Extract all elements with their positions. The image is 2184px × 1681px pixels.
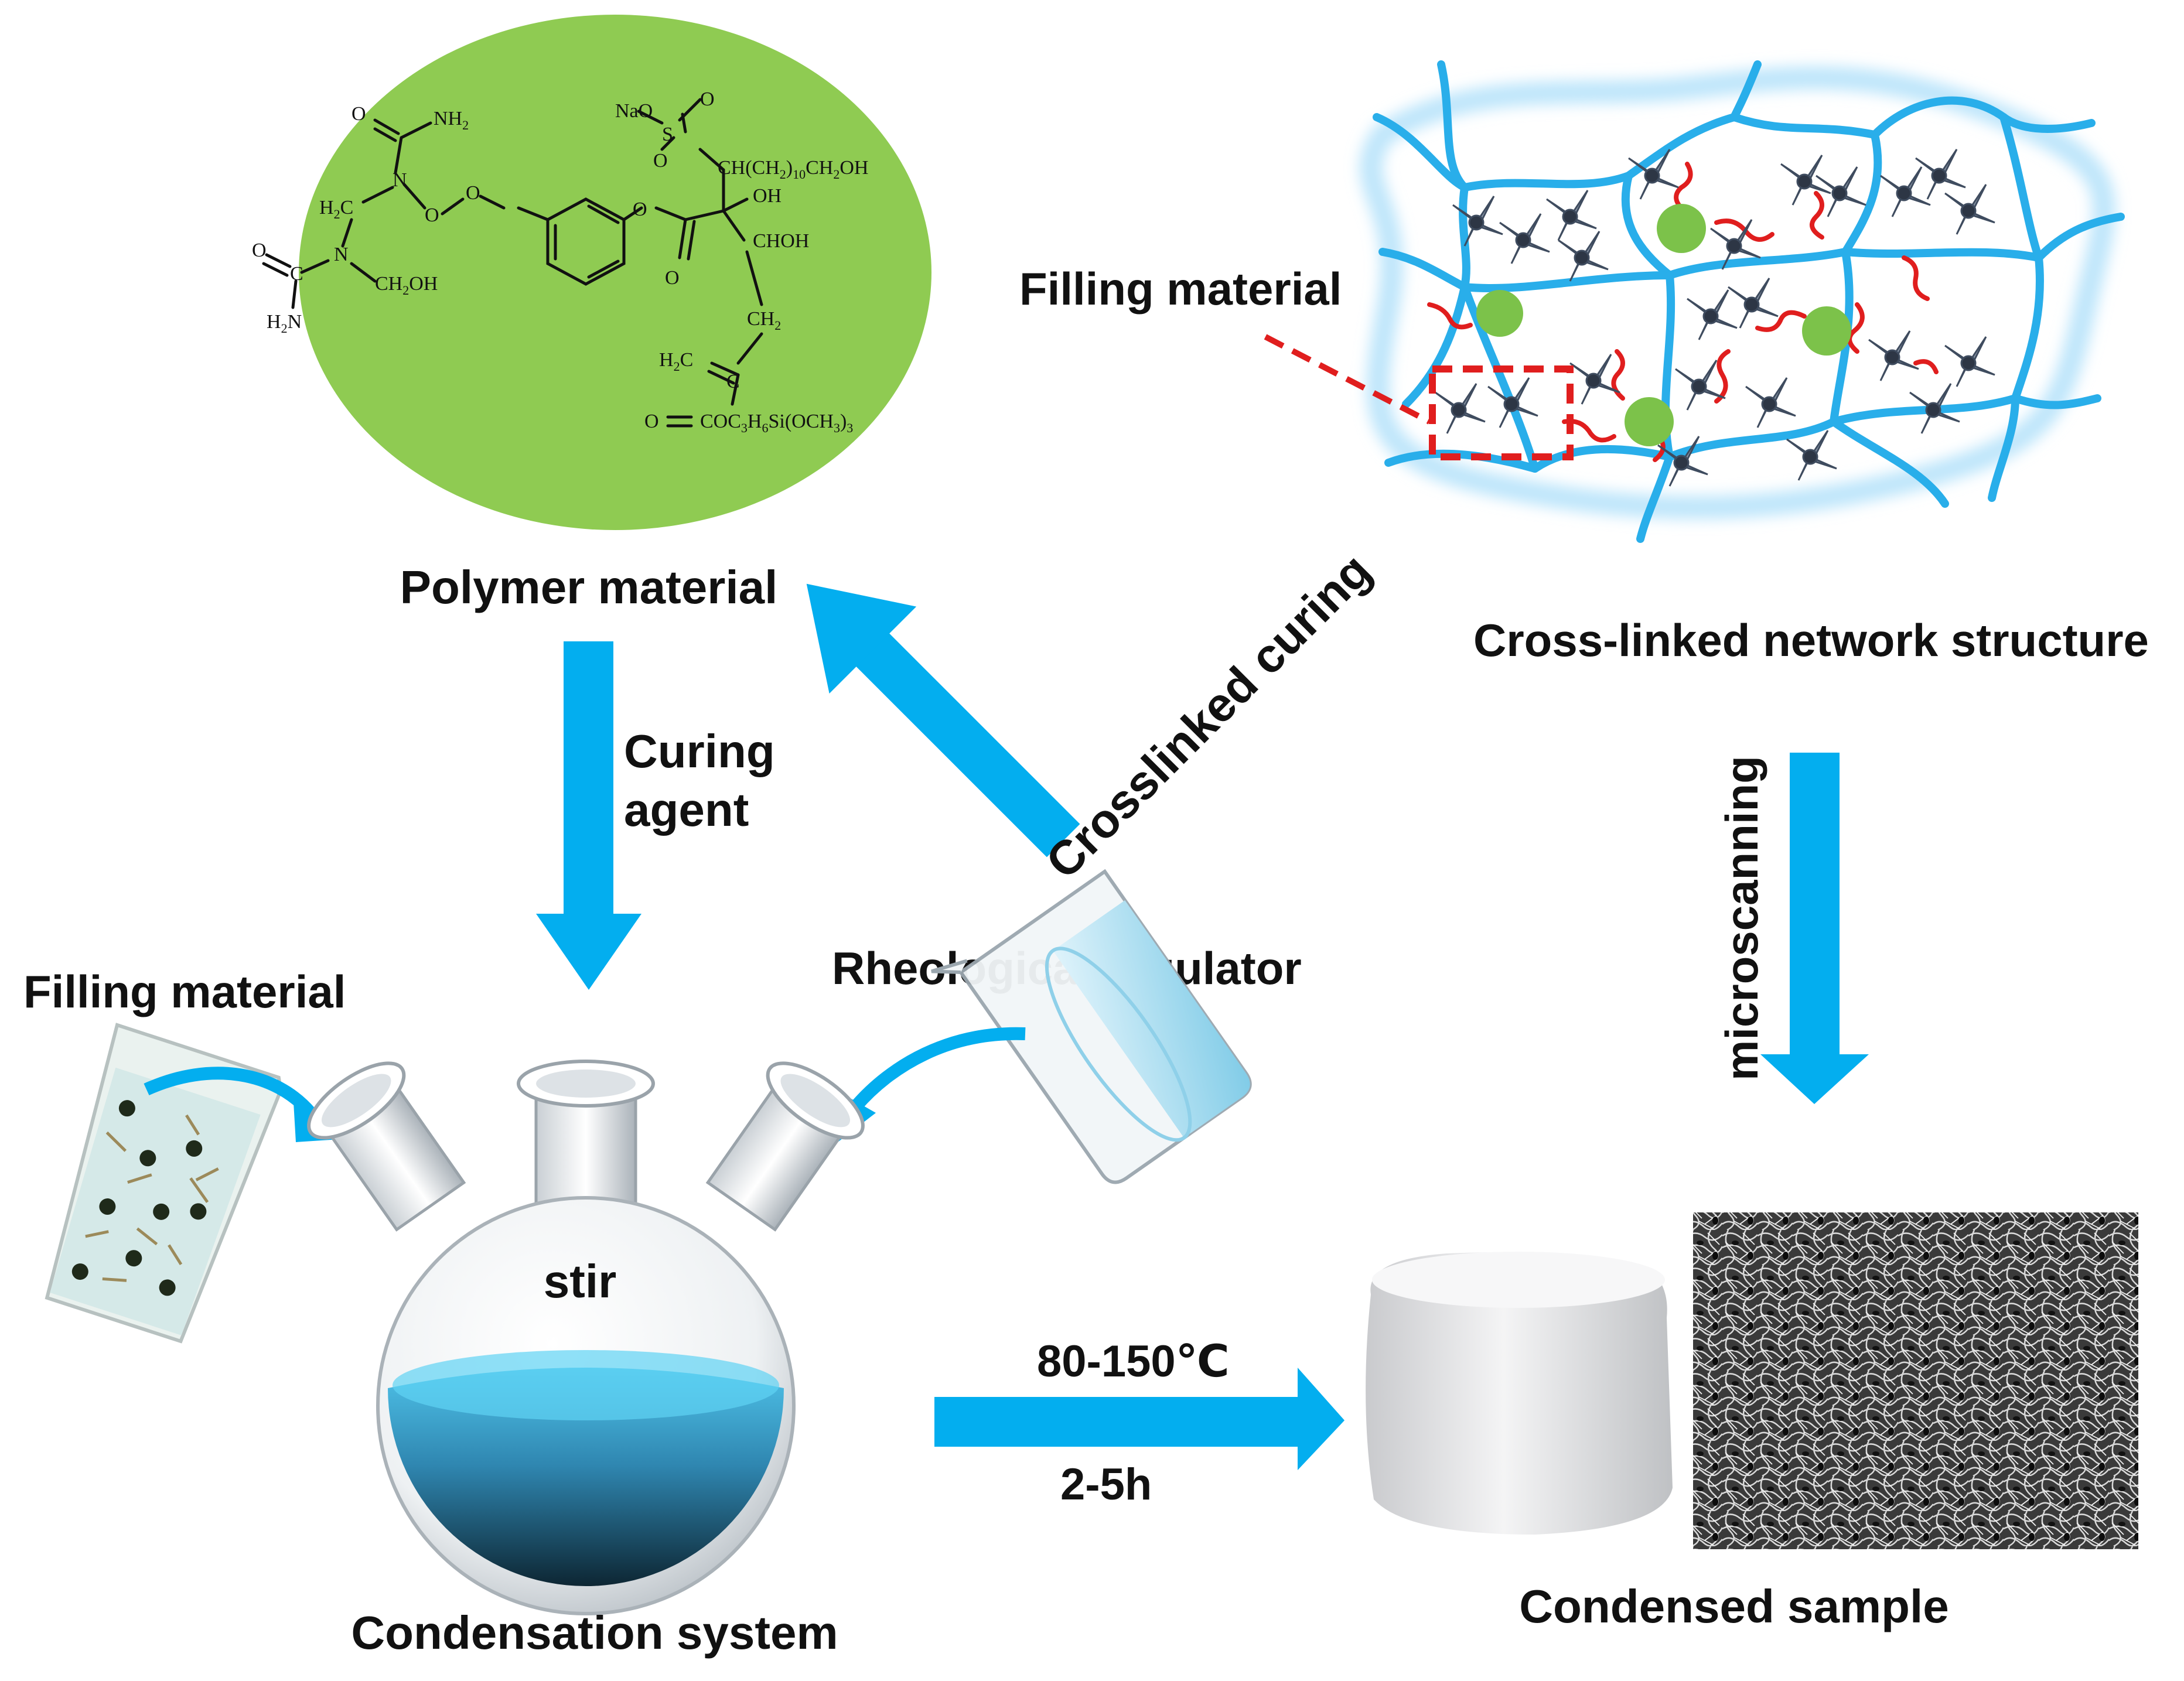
chem-h2c: H2C [319,197,353,221]
chem-choh: CHOH [753,230,809,252]
chem-o-carbonyl: O [665,267,680,289]
condensed-sample-cylinder [1366,1252,1673,1535]
arrow-crosslinked-curing [806,583,1080,857]
label-condensed-sample: Condensed sample [1519,1580,1949,1632]
network-glow [1359,66,2116,520]
chem-ch2-side: CH2 [747,308,781,333]
chem-o-s-top: O [700,88,715,110]
chemical-bonds [262,98,763,428]
chem-n-upper: N [393,169,407,191]
chem-c-left: C [290,263,303,285]
chem-o-silane: O [644,411,659,432]
chem-n-lower: N [334,244,349,265]
network-pinwheels [1435,149,1995,487]
chem-nh2-top: NH2 [434,108,469,132]
label-filling-material-left: Filling material [23,966,346,1017]
label-curing-agent-line1: Curing [624,725,775,777]
network-structure [1264,60,2125,543]
three-neck-flask [307,1060,865,1615]
label-duration: 2-5h [1060,1460,1152,1509]
label-filling-material-right: Filling material [1019,263,1342,315]
chem-c-vinyl: C [726,371,740,392]
label-stir: stir [544,1255,617,1307]
regulator-pour-arrow [850,1027,1026,1112]
chem-h2n: H2N [267,311,302,336]
filling-leader-line [1264,334,1431,425]
label-polymer-material: Polymer material [400,561,778,613]
label-microscanning: microscanning [1716,756,1767,1081]
label-temperature: 80-150℃ [1037,1337,1230,1386]
chem-o-peroxide-2: O [466,182,480,204]
chem-silane: COC3H6Si(OCH3)3 [700,411,853,435]
chem-o-s-left: O [653,150,668,172]
label-condensation-system: Condensation system [351,1607,838,1659]
polymer-ellipse [299,15,931,530]
label-curing-agent-line2: agent [624,784,749,836]
chem-o-top: O [352,103,366,125]
polymer-structure: O NH2 N H2C O O N CH2OH O C H2N NaO S O … [252,15,931,530]
chem-ch-chain: CH(CH2)10CH2OH [718,157,868,182]
chem-oh: OH [753,185,782,207]
chem-s: S [662,124,673,145]
filling-highlight-box [1429,365,1574,460]
chem-o-peroxide-1: O [425,204,439,226]
arrow-down-microscanning [1760,753,1869,1104]
chemical-labels: O NH2 N H2C O O N CH2OH O C H2N NaO S O … [252,88,868,435]
chem-o-left: O [252,240,267,261]
chem-h2c-vinyl: H2C [659,349,693,374]
chem-ch2oh-lower: CH2OH [375,273,438,298]
regulator-beaker [931,869,1252,1184]
chem-o-ester: O [633,199,647,220]
label-crosslinked-curing: Crosslinked curing [1036,544,1381,889]
arrow-down-curing [536,641,641,990]
filling-beaker [45,1023,283,1344]
network-filler-dots [1476,204,1851,446]
sem-micrograph [1693,1212,2138,1549]
chem-nao: NaO [615,100,653,122]
label-cross-linked-network: Cross-linked network structure [1473,614,2149,666]
arrow-right-heating [934,1368,1344,1470]
